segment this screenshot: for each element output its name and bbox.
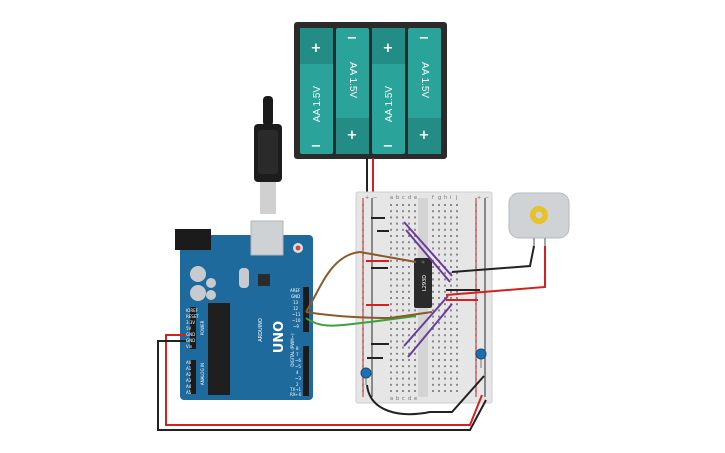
power-header-label: POWER [200, 320, 205, 335]
bb-rail-plus: + [365, 195, 369, 201]
cell-2-plus: + [347, 128, 358, 143]
pin-label-a2: A2 [186, 372, 192, 377]
dc-motor[interactable] [508, 192, 570, 248]
cell-2-label: AA 1.5V [347, 62, 358, 98]
pin-label-a3: A3 [186, 378, 192, 383]
pin-label-reset: RESET [186, 314, 199, 319]
breadboard-jumpers[interactable] [366, 217, 480, 359]
motor-wire-black[interactable] [451, 245, 535, 273]
cell-4-minus: − [419, 31, 430, 46]
wire-red-5v[interactable] [165, 334, 483, 426]
bb-letter-b: b [396, 195, 399, 201]
capacitor-left[interactable] [360, 367, 372, 385]
cell-1-label: AA 1.5V [312, 86, 323, 122]
bb-letter-c: c [402, 195, 405, 201]
wire-brown-2[interactable] [305, 311, 433, 320]
analog-header-label: ANALOG IN [200, 363, 205, 385]
pin-label-8: 8 [296, 346, 299, 351]
arduino-brand-label: ARDUINO [258, 318, 264, 342]
wire-black-bottom[interactable] [366, 375, 485, 416]
pin-label-6: ~6 [295, 358, 301, 363]
pin-label-ioref: IOREF [186, 308, 199, 313]
pin-label-13: 13 [293, 300, 299, 305]
bb-letter-a: a [390, 195, 393, 201]
capacitor-right[interactable] [475, 348, 487, 368]
cell-3-label: AA 1.5V [384, 86, 395, 122]
bb-rail-minus-right: − [485, 195, 489, 201]
power-jack [175, 229, 211, 250]
arduino-board[interactable]: UNO ARDUINO DIGITAL (PWM~) POWER ANALOG … [175, 220, 313, 400]
pin-label-5: ~5 [295, 364, 301, 369]
atmega-chip [208, 303, 230, 395]
purple-jumpers[interactable] [403, 221, 453, 358]
pin-label-tx: TX→1 [289, 387, 302, 392]
pin-label-gnd-d: GND [291, 294, 300, 299]
usb-cable[interactable] [254, 96, 282, 214]
pin-label-4: 4 [296, 370, 299, 375]
digital-header-label: DIGITAL (PWM~) [290, 333, 295, 367]
usb-port [250, 220, 284, 256]
bb-letter-c-bottom: c [402, 396, 405, 402]
chip-label: L293D [422, 275, 428, 291]
cell-1-minus: − [311, 139, 322, 154]
pin-label-a1: A1 [186, 366, 192, 371]
battery-pack[interactable]: + − − + + − − + AA 1.5V AA 1.5V AA 1.5V … [294, 22, 447, 159]
bb-letter-d: d [408, 195, 411, 201]
bb-letter-j: j [455, 195, 457, 201]
pin-label-5v: 5V [186, 326, 192, 331]
cell-1-plus: + [311, 41, 322, 56]
arduino-uno-label: UNO [272, 321, 287, 354]
cell-4-plus: + [419, 128, 430, 143]
bb-rail-minus: − [373, 195, 377, 201]
bb-rail-plus-right: + [477, 195, 481, 201]
bb-letter-g: g [438, 195, 441, 201]
bb-letter-f: f [432, 195, 434, 201]
cell-2-minus: − [347, 31, 358, 46]
pin-label-aref: AREF [290, 288, 301, 293]
cell-3-plus: + [383, 41, 394, 56]
pin-label-11: ~11 [292, 312, 301, 317]
pin-label-3: ~3 [295, 376, 301, 381]
pin-label-9: ~9 [293, 324, 299, 329]
pin-label-7: 7 [296, 352, 299, 357]
bb-letter-b-bottom: b [396, 396, 399, 402]
cell-4-label: AA 1.5V [419, 62, 430, 98]
motor-driver-chip[interactable]: L293D [414, 258, 432, 308]
pin-label-gnd2: GND [186, 338, 195, 343]
bb-letter-a-bottom: a [390, 396, 393, 402]
wire-black-gnd[interactable] [157, 340, 487, 431]
pin-label-a5: A5 [186, 390, 192, 395]
pin-label-rx: RX←0 [290, 392, 302, 397]
bb-letter-i: i [450, 195, 451, 201]
pin-label-10: ~10 [292, 318, 301, 323]
pin-label-2: 2 [296, 382, 299, 387]
bb-letter-e-bottom: e [414, 396, 417, 402]
pin-label-12: 12 [293, 306, 299, 311]
bb-letter-h: h [444, 195, 447, 201]
pin-label-3v3: 3.3V [186, 320, 195, 325]
pin-label-gnd1: GND [186, 332, 195, 337]
motor-wire-red[interactable] [445, 246, 546, 296]
bb-letter-d-bottom: d [408, 396, 411, 402]
pin-label-vin: Vin [186, 344, 193, 349]
cell-3-minus: − [383, 139, 394, 154]
pin-label-a0: A0 [186, 360, 192, 365]
wire-green[interactable] [305, 315, 417, 327]
pin-label-a4: A4 [186, 384, 192, 389]
bb-letter-e: e [414, 195, 417, 201]
wire-brown[interactable] [305, 250, 417, 313]
